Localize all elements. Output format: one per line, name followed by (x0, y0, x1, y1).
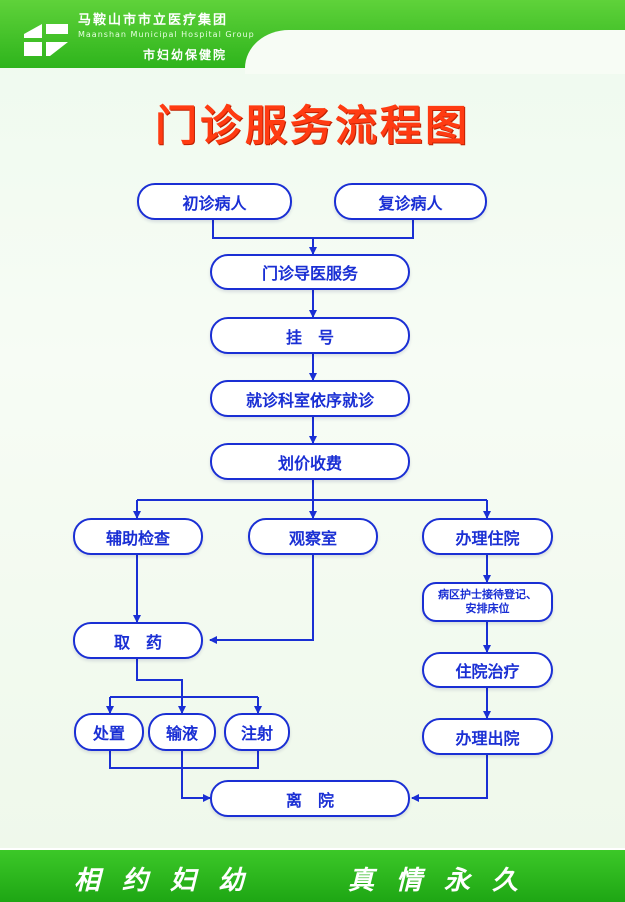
node-observation-room: 观察室 (248, 518, 378, 555)
slogan-left: 相约妇幼 (74, 866, 267, 896)
node-infusion: 输液 (148, 713, 216, 751)
arrow-discharge-to-leave (411, 755, 488, 802)
node-get-medicine: 取 药 (73, 622, 203, 659)
node-discharge-procedure: 办理出院 (422, 718, 553, 755)
node-inpatient-treatment: 住院治疗 (422, 652, 553, 688)
sub-org-name: 市妇幼保健院 (143, 48, 228, 62)
node-billing: 划价收费 (210, 443, 410, 480)
org-name: 马鞍山市市立医疗集团 (78, 13, 229, 28)
connector-medicine-split (136, 659, 183, 697)
connector-initial (212, 220, 313, 239)
slogan-right: 真情永久 (348, 866, 541, 896)
connector-treatment-bottom (109, 751, 259, 769)
arrow-to-leave (181, 751, 211, 802)
arrow-observation-to-medicine (209, 555, 314, 644)
node-injection: 注射 (224, 713, 290, 751)
hospital-logo-icon (24, 24, 68, 56)
node-initial-patient: 初诊病人 (137, 183, 292, 220)
node-auxiliary-exam: 辅助检查 (73, 518, 203, 555)
page-title: 门诊服务流程图 (154, 101, 470, 150)
node-treatment: 处置 (74, 713, 144, 751)
header-curve (245, 30, 625, 74)
node-registration: 挂 号 (210, 317, 410, 354)
ward-nurse-line-1: 病区护士接待登记、 (438, 588, 537, 601)
org-name-en: Maanshan Municipal Hospital Group (78, 30, 255, 39)
ward-nurse-line-2: 安排床位 (465, 602, 510, 615)
footer-bar: 相约妇幼 真情永久 (0, 848, 625, 902)
node-consultation: 就诊科室依序就诊 (210, 380, 410, 417)
node-ward-nurse: 病区护士接待登记、 安排床位 (422, 582, 553, 622)
node-admission: 办理住院 (422, 518, 553, 555)
node-guide-service: 门诊导医服务 (210, 254, 410, 290)
node-return-patient: 复诊病人 (334, 183, 487, 220)
connector-return (313, 220, 414, 239)
node-leave-hospital: 离 院 (210, 780, 410, 817)
